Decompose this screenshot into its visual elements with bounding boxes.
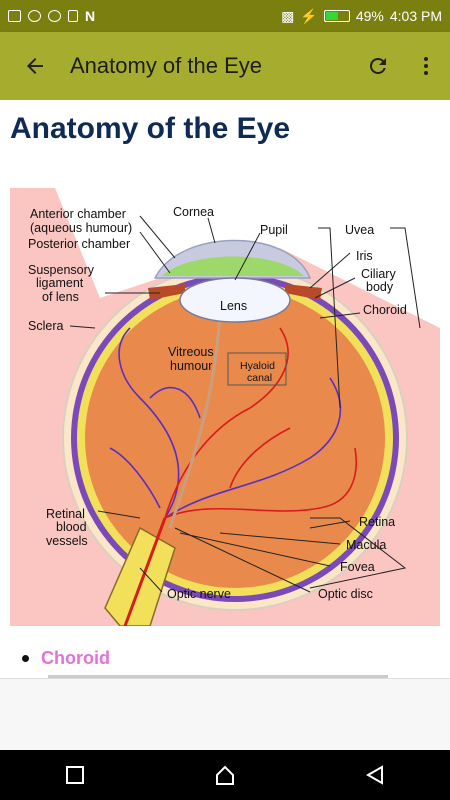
vitreous-shape [85,288,385,588]
iris-shape [148,284,185,300]
article-heading: Anatomy of the Eye [10,112,291,145]
label-fovea: Fovea [340,560,375,574]
label-uvea: Uvea [345,223,374,237]
central-artery [123,517,167,626]
refresh-icon [369,57,386,74]
bottom-blank-area [0,678,450,750]
recent-apps-button[interactable] [45,750,105,800]
square-icon [66,766,84,784]
label-suspensory-2: ligament [36,276,84,290]
eye-anatomy-diagram: Anterior chamber (aqueous humour) Poster… [10,188,440,626]
image-icon [8,10,21,22]
label-retina: Retina [359,515,395,529]
article-content[interactable]: Anatomy of the Eye [0,100,450,678]
bullet-label[interactable]: Choroid [41,648,110,668]
label-pupil: Pupil [260,223,288,237]
optic-nerve-shape [104,526,176,626]
media-icon [68,10,78,22]
triangle-back-icon [365,765,383,785]
app-bar: Anatomy of the Eye [0,32,450,100]
hyaloid-canal-shape [168,295,222,529]
label-optic-nerve: Optic nerve [167,587,231,601]
bullet-dot [22,655,29,662]
home-icon [216,765,234,785]
label-posterior-chamber: Posterior chamber [28,237,130,251]
hyaloid-label-box [227,352,287,386]
label-anterior-chamber: Anterior chamber [30,207,126,221]
label-suspensory-1: Suspensory [28,263,95,277]
label-iris: Iris [356,249,373,263]
uvea-bracket [318,227,421,409]
label-lens: Lens [220,299,247,313]
label-retinal-1: Retinal [46,507,85,521]
clipped-text-line [48,675,388,678]
label-cornea: Cornea [173,205,214,219]
label-choroid: Choroid [363,303,407,317]
message-icon [48,10,61,22]
signal-icon: ▩ [281,7,295,24]
clock: 4:03 PM [389,8,442,24]
more-options-button[interactable] [402,32,450,100]
label-vitreous-1: Vitreous [168,345,214,359]
leader-lines [69,215,361,593]
label-aqueous-humour: (aqueous humour) [30,221,132,235]
label-ciliary-1: Ciliary [361,267,396,281]
diagram-labels: Anterior chamber (aqueous humour) Poster… [28,205,407,601]
notification-icons: N [8,8,95,24]
n-letter: N [85,8,96,24]
more-vert-icon [424,57,428,75]
charging-icon: ⚡ [300,7,318,24]
iris-shape-right [285,284,322,300]
list-item: Choroid [22,648,110,669]
missed-call-icon [28,10,41,22]
label-optic-disc: Optic disc [318,587,373,601]
label-retinal-2: blood [56,520,87,534]
label-hyaloid-1: Hyaloid [240,360,275,372]
battery-icon [323,10,350,22]
home-button[interactable] [195,750,255,800]
label-macula: Macula [346,538,386,552]
battery-percent: 49% [355,8,384,24]
refresh-button[interactable] [354,32,402,100]
label-vitreous-2: humour [170,359,212,373]
label-sclera: Sclera [28,319,63,333]
app-bar-title: Anatomy of the Eye [70,53,262,78]
navigation-bar [0,750,450,800]
arrow-back-icon [27,58,43,74]
label-ciliary-2: body [366,280,394,294]
label-suspensory-3: of lens [42,290,79,304]
label-hyaloid-2: canal [247,372,272,384]
system-icons: ▩ ⚡ 49% 4:03 PM [281,8,442,25]
back-nav-button[interactable] [345,750,405,800]
back-button[interactable] [0,32,70,100]
anterior-chamber-shape [162,256,304,276]
optic-bracket [309,517,407,589]
status-bar: N ▩ ⚡ 49% 4:03 PM [0,0,450,32]
lens-shape [179,277,291,323]
label-retinal-3: vessels [46,534,88,548]
